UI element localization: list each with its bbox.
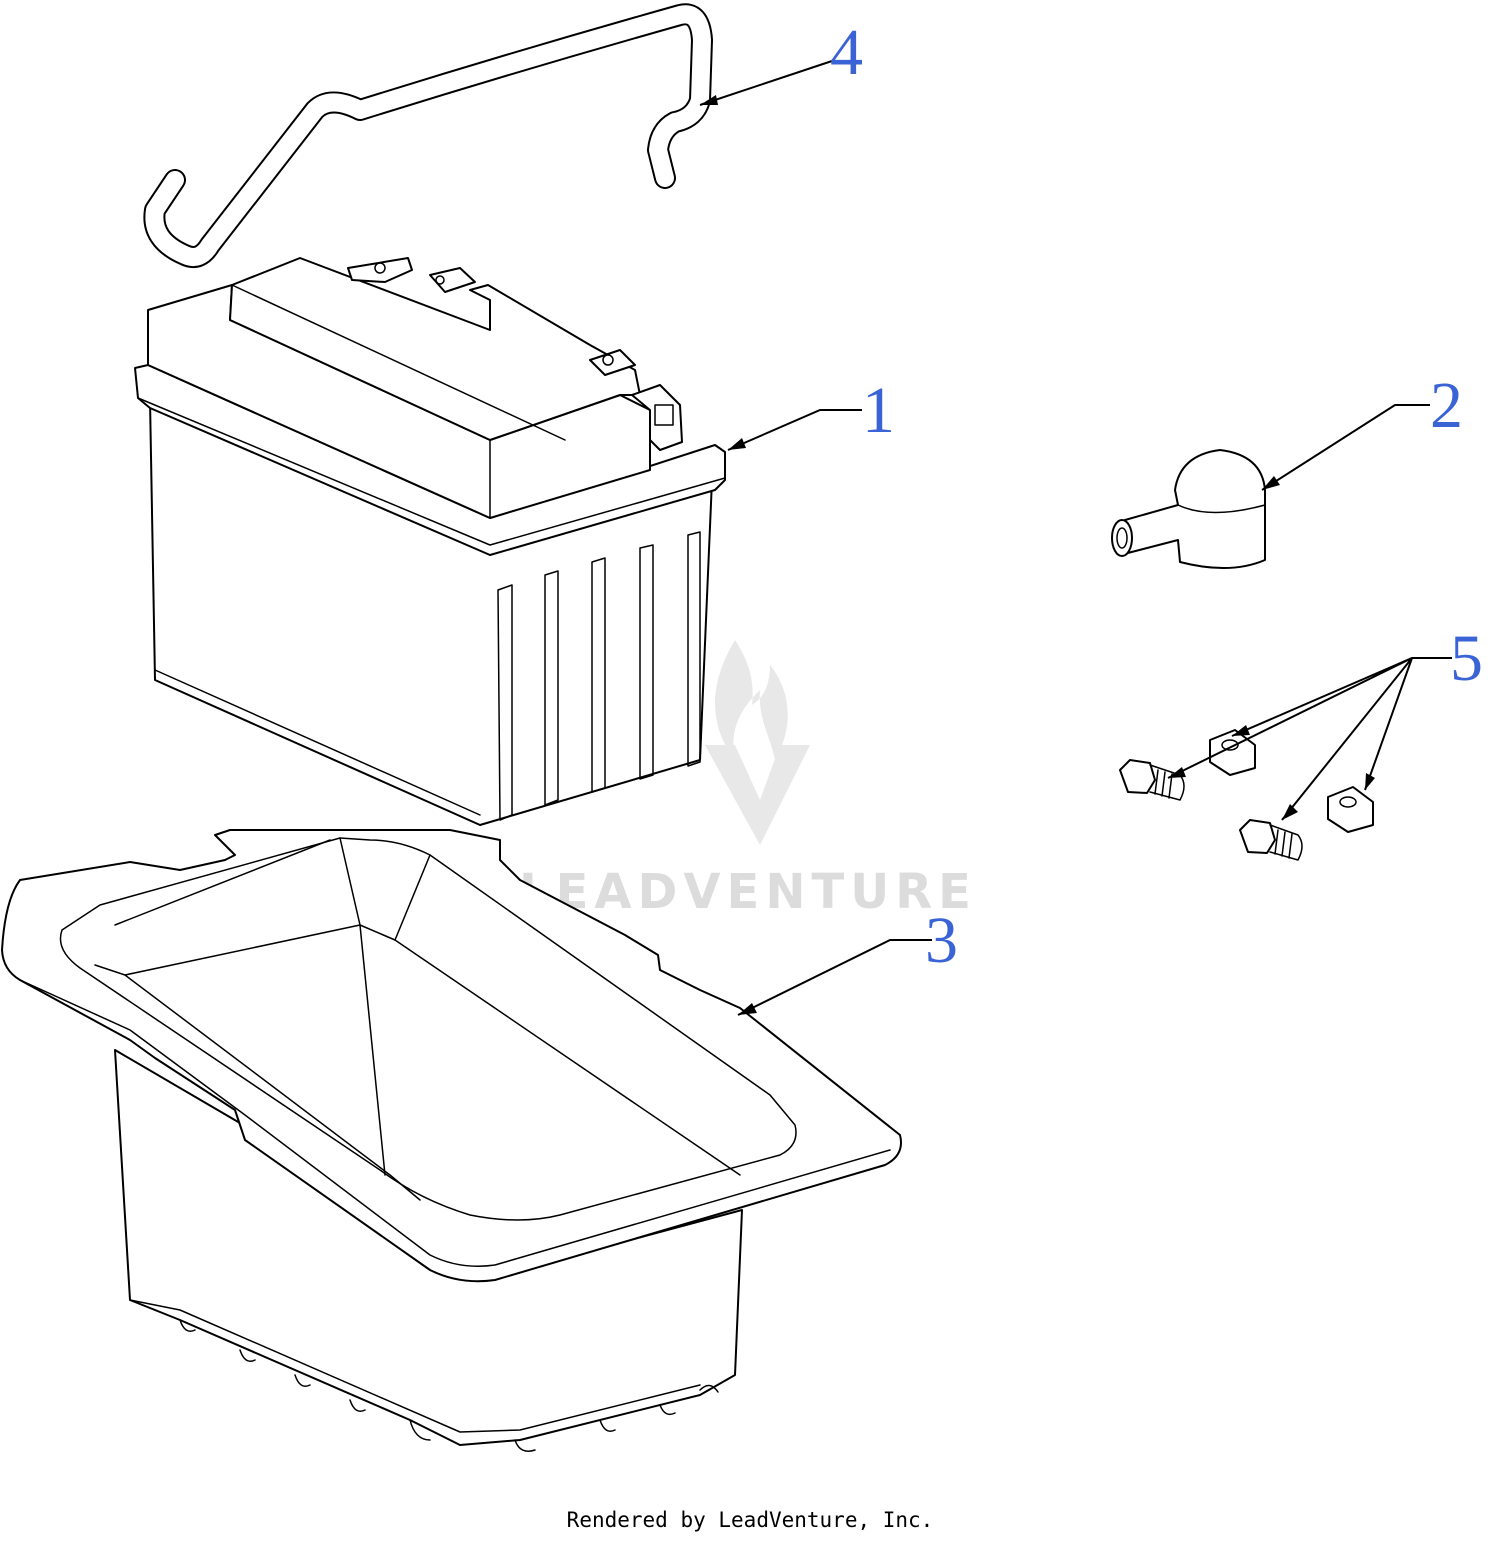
callout-2: 2 — [1430, 369, 1463, 442]
callout-3: 3 — [925, 904, 958, 977]
render-credit: Rendered by LeadVenture, Inc. — [566, 1508, 934, 1532]
callout-numbers: 4 1 2 5 3 — [830, 16, 1483, 977]
callout-4: 4 — [830, 16, 863, 89]
part-3-battery-tray — [1, 829, 902, 1452]
watermark-text: LEADVENTURE — [519, 864, 977, 920]
bolt-1 — [1119, 759, 1185, 801]
part-2-terminal-cover — [1111, 449, 1266, 569]
leader-lines — [699, 59, 1452, 1016]
watermark-v-icon — [705, 745, 810, 845]
bolt-2 — [1239, 819, 1303, 861]
part-4-hold-down-rod — [143, 3, 713, 268]
part-1-battery — [134, 257, 726, 826]
callout-1: 1 — [862, 374, 895, 447]
part-5-hardware — [1119, 729, 1374, 861]
leadventure-watermark: LEADVENTURE — [519, 640, 977, 920]
watermark-flame-icon — [715, 640, 788, 760]
nut-2 — [1327, 786, 1374, 833]
callout-5: 5 — [1450, 622, 1483, 695]
